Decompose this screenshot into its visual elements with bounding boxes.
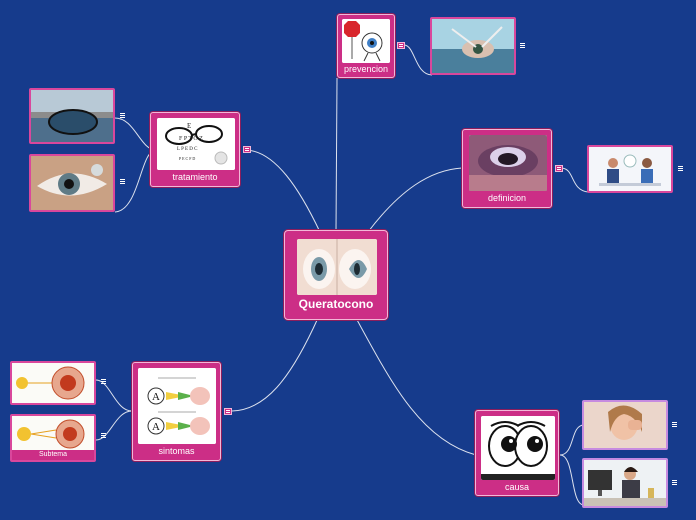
central-topic-queratocono[interactable]: Queratocono bbox=[284, 230, 388, 320]
note-icon[interactable] bbox=[101, 433, 106, 438]
note-icon[interactable] bbox=[101, 379, 106, 384]
vision-diagram-image: A A bbox=[138, 368, 216, 444]
svg-text:A: A bbox=[152, 391, 160, 403]
image-woman-computer[interactable] bbox=[582, 458, 668, 508]
topic-causa[interactable]: causa bbox=[475, 410, 559, 496]
topic-sintomas[interactable]: A A sintomas bbox=[132, 362, 221, 461]
collapse-toggle-prevencion[interactable] bbox=[397, 42, 405, 49]
note-icon[interactable] bbox=[520, 43, 525, 48]
collapse-toggle-sintomas[interactable] bbox=[224, 408, 232, 415]
svg-text:A: A bbox=[152, 421, 160, 433]
eyes-image bbox=[297, 239, 377, 295]
image-eye-surgery[interactable] bbox=[430, 17, 516, 75]
image-eye-anatomy[interactable] bbox=[10, 361, 96, 405]
svg-text:P E C F D: P E C F D bbox=[179, 156, 195, 161]
cartoon-eyes-image bbox=[481, 416, 555, 480]
note-icon[interactable] bbox=[672, 422, 677, 427]
image-blurred-city[interactable] bbox=[29, 88, 115, 144]
note-icon[interactable] bbox=[678, 166, 683, 171]
image-child-rubbing-eye[interactable] bbox=[582, 400, 668, 450]
image-astigmatism[interactable]: Subtema bbox=[10, 414, 96, 462]
collapse-toggle-tratamiento[interactable] bbox=[243, 146, 251, 153]
note-icon[interactable] bbox=[120, 179, 125, 184]
topic-definicion[interactable]: definicion bbox=[462, 129, 552, 208]
stop-eye-image bbox=[342, 19, 390, 63]
topic-label: definicion bbox=[487, 193, 527, 203]
topic-label: sintomas bbox=[158, 446, 195, 456]
topic-label: tratamiento bbox=[172, 172, 218, 182]
note-icon[interactable] bbox=[672, 480, 677, 485]
glasses-chart-image: E F P T O Z L P E D C P E C F D bbox=[157, 118, 235, 170]
note-icon[interactable] bbox=[120, 113, 125, 118]
svg-text:L P E D C: L P E D C bbox=[177, 147, 198, 152]
cornea-closeup-image bbox=[469, 135, 547, 191]
topic-prevencion[interactable]: prevencion bbox=[337, 14, 395, 78]
collapse-toggle-definicion[interactable] bbox=[555, 165, 563, 172]
topic-label: prevencion bbox=[343, 64, 389, 74]
topic-label: causa bbox=[504, 482, 530, 492]
topic-tratamiento[interactable]: E F P T O Z L P E D C P E C F D tratamie… bbox=[150, 112, 240, 187]
subtema-caption: Subtema bbox=[12, 450, 94, 460]
central-topic-label: Queratocono bbox=[298, 297, 374, 311]
image-doctor-patient[interactable] bbox=[587, 145, 673, 193]
svg-text:E: E bbox=[187, 122, 191, 130]
image-eye-lens[interactable] bbox=[29, 154, 115, 212]
